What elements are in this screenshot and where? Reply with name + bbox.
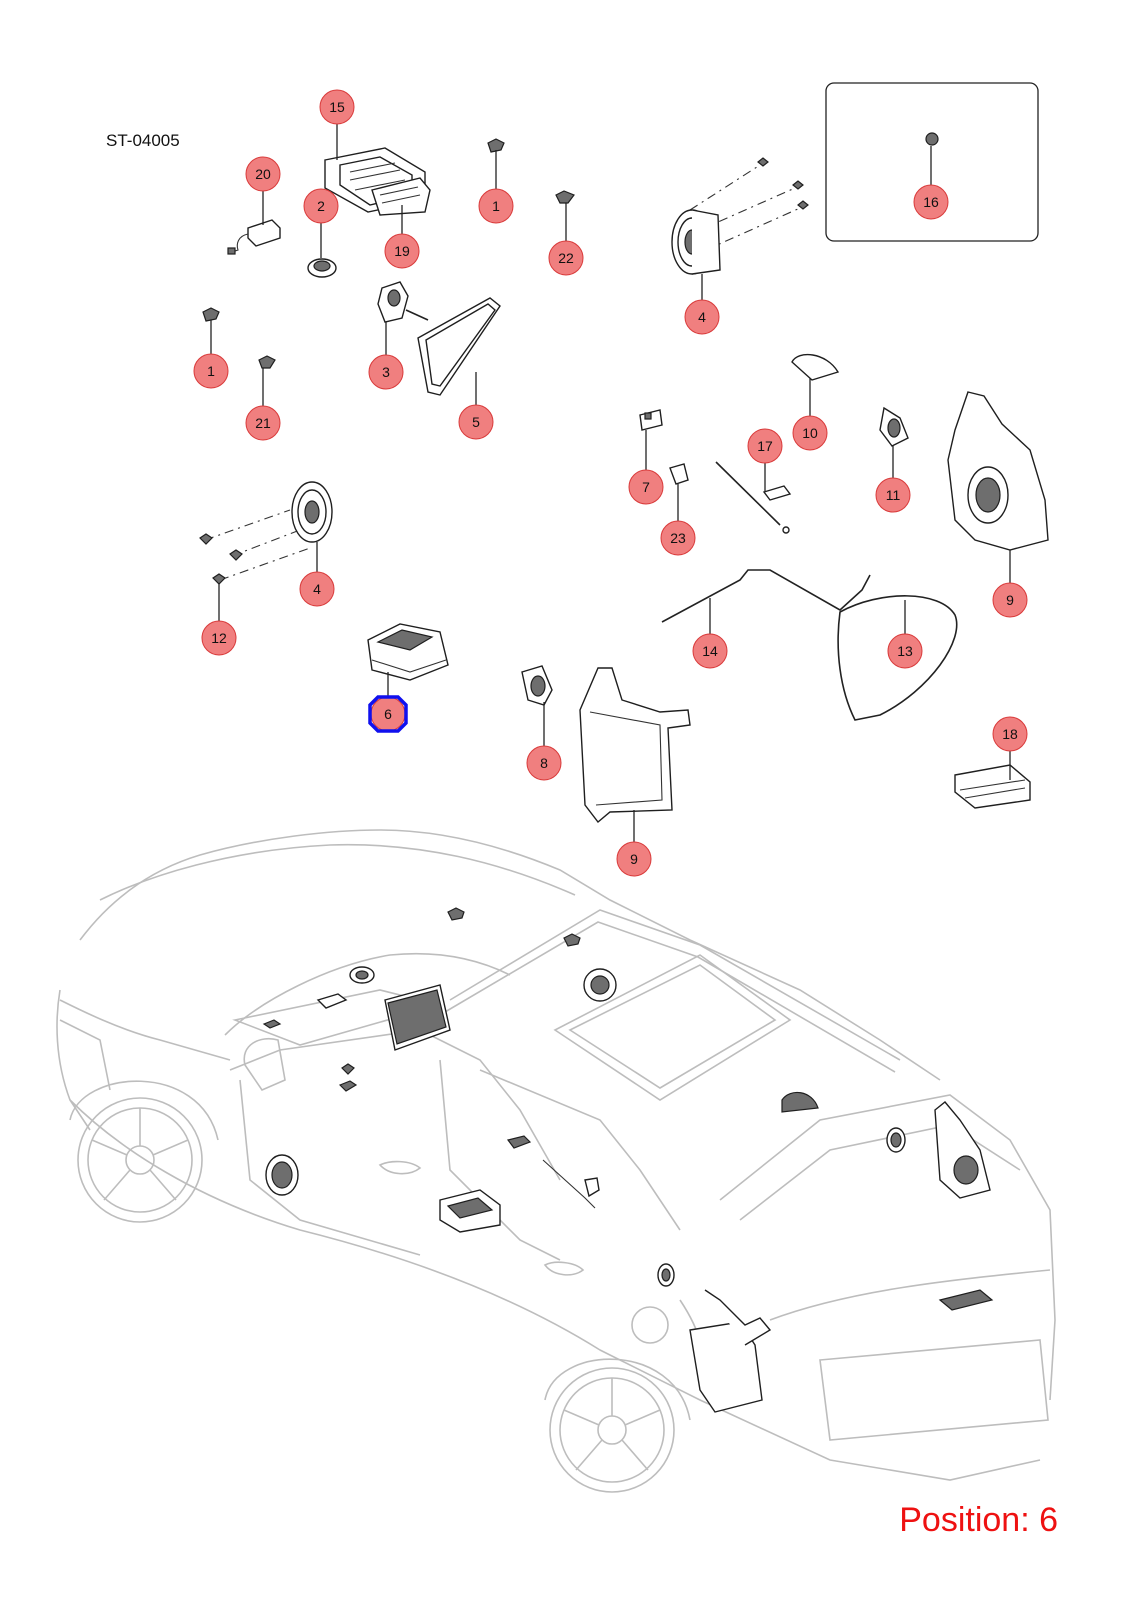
module-6 (367, 623, 449, 681)
callout-8[interactable]: 8 (526, 745, 562, 781)
svg-text:20: 20 (255, 166, 271, 182)
callout-7[interactable]: 7 (628, 469, 664, 505)
svg-text:8: 8 (540, 755, 548, 771)
callout-9[interactable]: 9 (616, 841, 652, 877)
callouts: 15 20 2 19 1 22 16 4 1 3 21 5 10 17 7 11… (193, 89, 1028, 877)
rear-wheel (544, 1358, 691, 1493)
speaker-4-upper (671, 157, 809, 275)
leader-lines (210, 121, 1011, 845)
svg-text:14: 14 (702, 643, 718, 659)
callout-10[interactable]: 10 (792, 415, 828, 451)
svg-text:2: 2 (317, 198, 325, 214)
switch-7 (639, 409, 663, 431)
tweeter-8 (521, 665, 553, 706)
callout-4[interactable]: 4 (299, 571, 335, 607)
svg-text:7: 7 (642, 479, 650, 495)
svg-text:4: 4 (698, 309, 706, 325)
callout-6[interactable]: 6 (370, 696, 406, 732)
vehicle-outline (56, 829, 1056, 1493)
clip-22 (555, 190, 575, 204)
svg-text:13: 13 (897, 643, 913, 659)
callout-23[interactable]: 23 (660, 520, 696, 556)
svg-text:15: 15 (329, 99, 345, 115)
svg-text:16: 16 (923, 194, 939, 210)
amplifier-18 (954, 764, 1031, 809)
callout-5[interactable]: 5 (458, 404, 494, 440)
vehicle-installed-components (262, 907, 994, 1413)
position-label: Position: 6 (899, 1501, 1058, 1539)
callout-4[interactable]: 4 (684, 299, 720, 335)
svg-text:4: 4 (313, 581, 321, 597)
grommet-16 (925, 132, 939, 146)
bracket-assembly (324, 147, 431, 216)
svg-text:19: 19 (394, 243, 410, 259)
antenna-10 (791, 353, 840, 381)
svg-text:6: 6 (384, 706, 392, 722)
svg-text:10: 10 (802, 425, 818, 441)
callout-19[interactable]: 19 (384, 233, 420, 269)
inset-box (825, 82, 1039, 242)
svg-text:18: 18 (1002, 726, 1018, 742)
tweeter-2 (307, 258, 337, 278)
selected-position-highlight (368, 695, 408, 733)
callout-13[interactable]: 13 (887, 633, 923, 669)
connector-23 (669, 463, 689, 485)
callout-18[interactable]: 18 (992, 716, 1028, 752)
subwoofer-9-right (947, 391, 1049, 551)
svg-text:21: 21 (255, 415, 271, 431)
callout-3[interactable]: 3 (368, 354, 404, 390)
module-20 (227, 219, 281, 255)
tweeter-11 (879, 406, 909, 447)
callout-21[interactable]: 21 (245, 405, 281, 441)
callout-9[interactable]: 9 (992, 582, 1028, 618)
svg-text:22: 22 (558, 250, 574, 266)
diagram-code: ST-04005 (106, 131, 180, 150)
callout-1[interactable]: 1 (478, 188, 514, 224)
svg-text:17: 17 (757, 438, 773, 454)
speaker-4-lower (199, 481, 333, 585)
svg-text:9: 9 (630, 851, 638, 867)
callout-15[interactable]: 15 (319, 89, 355, 125)
callout-1[interactable]: 1 (193, 353, 229, 389)
clip-1-left (202, 307, 220, 322)
clip-1-top (487, 138, 505, 153)
display-panel-5 (405, 297, 501, 396)
svg-text:1: 1 (207, 363, 215, 379)
svg-text:5: 5 (472, 414, 480, 430)
svg-text:1: 1 (492, 198, 500, 214)
svg-text:12: 12 (211, 630, 227, 646)
subwoofer-9-center (579, 667, 691, 824)
svg-text:23: 23 (670, 530, 686, 546)
clip-21 (258, 355, 276, 369)
harness-13-14 (661, 569, 958, 721)
callout-14[interactable]: 14 (692, 633, 728, 669)
exploded-parts (199, 82, 1049, 824)
callout-17[interactable]: 17 (747, 428, 783, 464)
callout-22[interactable]: 22 (548, 240, 584, 276)
callout-2[interactable]: 2 (303, 188, 339, 224)
svg-text:9: 9 (1006, 592, 1014, 608)
svg-text:11: 11 (886, 487, 901, 503)
callout-11[interactable]: 11 (875, 477, 911, 513)
svg-text:3: 3 (382, 364, 390, 380)
callout-20[interactable]: 20 (245, 156, 281, 192)
front-wheel (69, 1080, 219, 1223)
callout-16[interactable]: 16 (913, 184, 949, 220)
rod-17 (715, 461, 792, 534)
callout-12[interactable]: 12 (201, 620, 237, 656)
bracket-3 (377, 281, 409, 323)
